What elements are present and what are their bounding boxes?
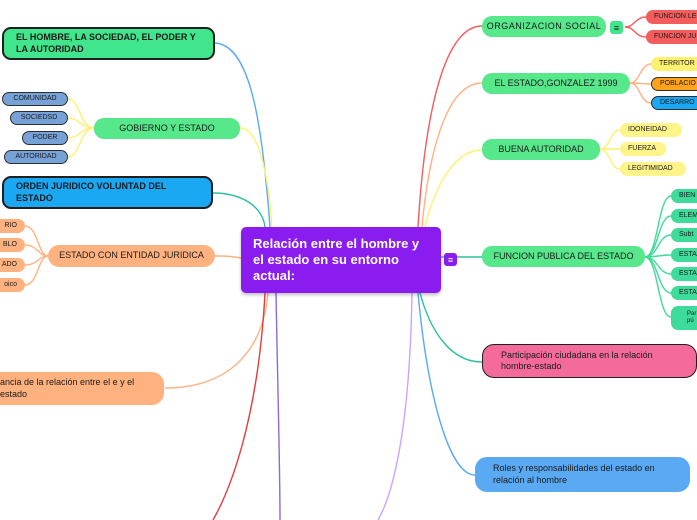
- topic-gobierno-estado[interactable]: GOBIERNO Y ESTADO: [94, 118, 240, 139]
- link-bottom-center: [275, 292, 281, 520]
- topic-importancia[interactable]: ancia de la relación entre el e y el est…: [0, 372, 164, 405]
- topic-participacion-ciudadana[interactable]: Participación ciudadana en la relación h…: [482, 344, 697, 378]
- subtopic-esta-1[interactable]: ESTA: [671, 248, 697, 262]
- menu-icon[interactable]: ≡: [444, 253, 457, 266]
- subtopic-poder[interactable]: PODER: [22, 131, 68, 145]
- subtopic-rio[interactable]: RIO: [0, 219, 25, 233]
- link-entidad-juridica: [214, 255, 242, 259]
- subtopic-funcion-ju[interactable]: FUNCION JU: [646, 30, 697, 44]
- link-hombre-sociedad: [214, 42, 271, 228]
- subtopic-oico[interactable]: oico: [0, 278, 25, 292]
- subtopic-territorio[interactable]: TERRITOR: [651, 57, 697, 71]
- central-topic[interactable]: Relación entre el hombre y el estado en …: [241, 227, 441, 293]
- topic-hombre-sociedad[interactable]: EL HOMBRE, LA SOCIEDAD, EL PODER Y LA AU…: [2, 27, 215, 60]
- topic-organizacion-social[interactable]: ORGANIZACION SOCIAL: [482, 16, 606, 37]
- topic-orden-juridico[interactable]: ORDEN JURIDICO VOLUNTAD DEL ESTADO: [2, 176, 213, 209]
- menu-icon[interactable]: ≡: [610, 21, 623, 34]
- subtopic-poblacion[interactable]: POBLACIO: [651, 77, 697, 91]
- subtopic-funcion-le[interactable]: FUNCION LE: [646, 10, 697, 24]
- subtopic-blo[interactable]: BLO: [0, 238, 25, 252]
- subtopic-bien[interactable]: BIEN: [671, 189, 697, 203]
- topic-funcion-publica[interactable]: FUNCION PUBLICA DEL ESTADO: [482, 246, 645, 267]
- link-bottom-right-1: [377, 292, 413, 520]
- topic-roles-responsabilidades[interactable]: Roles y responsabilidades del estado en …: [475, 457, 690, 492]
- link-organizacion: [417, 25, 483, 228]
- subtopic-legitimidad[interactable]: LEGITIMIDAD: [620, 162, 686, 176]
- subtopic-esta-3[interactable]: ESTA: [671, 286, 697, 300]
- link-participacion: [419, 292, 483, 363]
- subtopic-ado[interactable]: ADO: [0, 258, 25, 272]
- topic-buena-autoridad[interactable]: BUENA AUTORIDAD: [482, 139, 600, 160]
- subtopic-desarrollo[interactable]: DESARRO: [651, 96, 697, 110]
- link-importancia: [164, 292, 269, 389]
- link-roles: [417, 292, 476, 476]
- link-gobierno: [239, 127, 273, 228]
- subtopic-elem[interactable]: ELEM: [671, 209, 697, 223]
- subtopic-participacion-publica[interactable]: Par pú: [671, 306, 697, 330]
- topic-entidad-juridica[interactable]: ESTADO CON ENTIDAD JURIDICA: [48, 245, 215, 267]
- subtopic-autoridad[interactable]: AUTORIDAD: [4, 150, 68, 164]
- link-bottom-left-1: [212, 292, 266, 520]
- subtopic-esta-2[interactable]: ESTA: [671, 267, 697, 281]
- subtopic-comunidad[interactable]: COMUNIDAD: [2, 92, 68, 106]
- link-buena-autoridad: [424, 149, 483, 228]
- subtopic-sociedsd[interactable]: SOCIEDSD: [10, 111, 68, 125]
- subtopic-idoneidad[interactable]: IDONEIDAD: [620, 123, 682, 137]
- topic-estado-gonzalez[interactable]: EL ESTADO,GONZALEZ 1999: [482, 73, 630, 94]
- link-estado-gonzalez: [421, 82, 483, 228]
- subtopic-fuerza[interactable]: FUERZA: [620, 142, 666, 156]
- subtopic-subt[interactable]: Subt: [671, 228, 697, 242]
- link-orden-juridico: [212, 192, 266, 228]
